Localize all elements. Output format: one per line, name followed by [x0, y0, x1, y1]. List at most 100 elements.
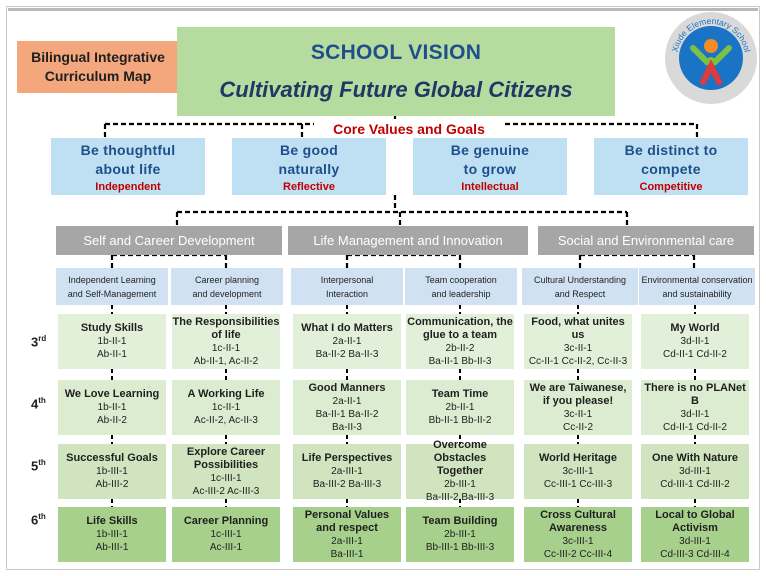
course-title: Explore Career: [186, 445, 266, 458]
course-title: Personal Values: [304, 508, 390, 521]
course-title: A Working Life: [187, 388, 265, 400]
course-code: 3d-III-1: [679, 535, 711, 547]
course-title: Activism: [672, 521, 718, 534]
course-code: Ab-III-1: [95, 542, 129, 553]
course-code: 2b-III-1: [444, 479, 476, 490]
course-title: Good Manners: [308, 381, 386, 394]
course-title: One With Nature: [651, 452, 739, 464]
grade-label-4th: 4th: [31, 396, 46, 412]
vision-slogan: Cultivating Future Global Citizens: [219, 76, 573, 102]
course-code: Ba-II-3: [331, 421, 362, 433]
course-title: Life Perspectives: [301, 452, 393, 464]
course-title: There is no PLANet B: [644, 381, 746, 407]
page-frame: [6, 6, 760, 570]
course-title: Awareness: [549, 521, 607, 534]
subdimension-environmental: Environmental conservation and sustainab…: [639, 268, 755, 305]
value-title-line-2: compete: [641, 160, 701, 177]
course-code: Ba-II-1 Ba-II-2: [315, 408, 379, 420]
subdimension-line-1: Career planning: [194, 274, 260, 285]
subdimension-independent-learning: Independent Learning and Self-Management: [56, 268, 168, 305]
grade-label-3rd: 3rd: [31, 334, 47, 350]
course-code: 3d-II-1: [680, 336, 710, 347]
course-code: 1b-III-1: [96, 529, 128, 540]
grade-label-6th: 6th: [31, 512, 46, 528]
course-code: 2b-II-1: [445, 402, 475, 413]
subdimension-interpersonal: Interpersonal Interaction: [291, 268, 403, 305]
subdimension-career-planning: Career planning and development: [171, 268, 283, 305]
course-code: 3c-III-1: [562, 466, 594, 477]
value-title-line-1: Be genuine: [450, 141, 530, 158]
subdimension-line-1: Interpersonal: [320, 274, 374, 285]
course-code: Ba-II-1 Bb-II-3: [428, 355, 492, 367]
course-title: Successful Goals: [66, 452, 158, 464]
course-title: Career Planning: [183, 515, 269, 527]
course-code: 2a-III-1: [331, 535, 363, 547]
course-code: Cd-II-1 Cd-II-2: [663, 349, 727, 360]
course-title: Team Time: [431, 388, 489, 400]
badge-line-1: Bilingual Integrative: [31, 49, 165, 65]
course-code: Ac-III-2 Ac-III-3: [192, 485, 260, 497]
subdimension-line-2: and Respect: [554, 288, 606, 299]
course-code: 1c-III-1: [210, 472, 242, 484]
course-code: 2b-III-1: [444, 529, 476, 540]
value-title-line-1: Be distinct to: [624, 141, 718, 158]
course-code: Cd-III-1 Cd-III-2: [660, 479, 730, 490]
course-code: 2a-II-1: [332, 336, 362, 347]
subdimension-line-2: Interaction: [325, 288, 369, 299]
course-code: Cd-III-3 Cd-III-4: [660, 548, 730, 560]
school-vision-box: SCHOOL VISION Cultivating Future Global …: [177, 27, 615, 116]
course-code: Ba-III-2 Ba-III-3: [312, 479, 382, 490]
course-title: Overcome Obstacles: [433, 439, 487, 464]
course-code: Cd-II-1 Cd-II-2: [663, 421, 727, 433]
top-divider: [8, 8, 758, 11]
subdimension-line-2: and leadership: [431, 288, 491, 299]
course-code: 1c-III-1: [210, 529, 242, 540]
course-title: We Love Learning: [64, 388, 160, 400]
course-title: Communication, the: [407, 315, 513, 328]
course-title: Study Skills: [80, 322, 144, 334]
course-title: of life: [211, 328, 241, 341]
subdimension-line-1: Cultural Understanding: [533, 274, 627, 285]
subdimension-team-cooperation: Team cooperation and leadership: [405, 268, 517, 305]
course-title: if you please!: [542, 394, 614, 407]
value-title-line-1: Be good: [279, 141, 339, 158]
course-code: Ba-III-1: [330, 548, 364, 560]
curriculum-map-badge: Bilingual Integrative Curriculum Map: [17, 41, 179, 93]
value-title-line-2: about life: [95, 160, 161, 177]
course-code: Cc-III-1 Cc-III-3: [543, 479, 613, 490]
value-label: Intellectual: [461, 180, 519, 193]
course-title: World Heritage: [538, 452, 618, 464]
course-title: Local to Global: [655, 508, 735, 521]
value-title-line-2: naturally: [278, 160, 340, 177]
course-code: Ab-II-1: [96, 349, 127, 360]
dimension-life-management: Life Management and Innovation: [288, 226, 528, 255]
subdimension-line-2: and Self-Management: [67, 288, 157, 299]
school-logo: Xiude Elementary School: [665, 12, 757, 104]
course-code: Ba-II-2 Ba-II-3: [315, 349, 379, 360]
course-code: Bb-III-1 Bb-III-3: [425, 542, 495, 553]
course-code: Ab-II-1, Ac-II-2: [193, 355, 259, 367]
course-title: Team Building: [422, 515, 498, 527]
subdimension-line-1: Environmental conservation: [641, 274, 753, 285]
grade-label-5th: 5th: [31, 458, 46, 474]
course-title: The Responsibilities: [172, 315, 280, 328]
svg-text:Xiude Elementary School: Xiude Elementary School: [670, 16, 753, 53]
course-code: 1c-II-1: [211, 402, 241, 413]
course-code: 1b-III-1: [96, 466, 128, 477]
value-label: Independent: [95, 180, 161, 193]
course-code: 2a-II-1: [332, 395, 362, 407]
subdimension-cultural-understanding: Cultural Understanding and Respect: [522, 268, 638, 305]
value-label: Reflective: [283, 180, 335, 193]
logo-text: Xiude Elementary School: [670, 16, 753, 53]
